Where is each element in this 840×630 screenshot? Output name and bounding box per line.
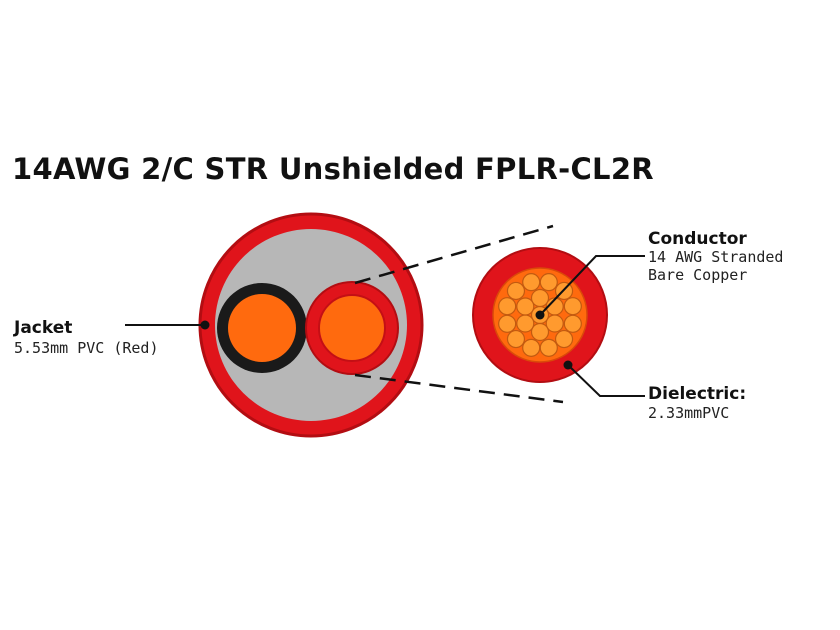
strand-16: [498, 297, 517, 316]
strand-9: [563, 297, 582, 316]
dielectric-label: Dielectric:: [648, 384, 747, 404]
cable-cross-section: [198, 212, 424, 438]
conductor-detail-line2: Bare Copper: [648, 266, 748, 284]
strand-1: [530, 288, 550, 308]
zoom-lines: [354, 224, 564, 404]
conductor-leader: [539, 255, 645, 316]
leader-dots: [200, 310, 573, 370]
strand-11: [554, 329, 574, 349]
dielectric-detail: 2.33mmPVC: [648, 404, 730, 422]
conductor-leader-dot: [535, 310, 545, 320]
jacket-detail: 5.53mm PVC (Red): [14, 339, 159, 357]
zoom-line-top: [354, 224, 554, 285]
strand-5: [516, 314, 535, 333]
strand-4: [530, 322, 550, 342]
conductor-label: Conductor: [648, 229, 747, 249]
leader-lines: [125, 255, 645, 397]
dielectric-leader: [567, 364, 645, 397]
diagram-title: 14AWG 2/C STR Unshielded FPLR-CL2R: [12, 152, 654, 186]
jacket-label: Jacket: [14, 318, 73, 338]
red-conductor-core: [318, 294, 386, 362]
conductor-detail-line1: 14 AWG Stranded: [648, 248, 784, 266]
zoom-line-bottom: [354, 373, 564, 404]
black-conductor-core: [228, 294, 296, 362]
strand-13: [522, 338, 541, 357]
strand-17: [506, 281, 526, 301]
strand-10: [563, 314, 582, 333]
strand-7: [539, 273, 558, 292]
strand-18: [522, 273, 541, 292]
jacket-leader-dot: [200, 320, 210, 330]
dielectric-leader-dot: [563, 360, 573, 370]
strand-15: [498, 314, 517, 333]
strand-12: [539, 338, 558, 357]
strand-14: [506, 329, 526, 349]
strand-6: [516, 297, 535, 316]
strand-3: [545, 314, 564, 333]
